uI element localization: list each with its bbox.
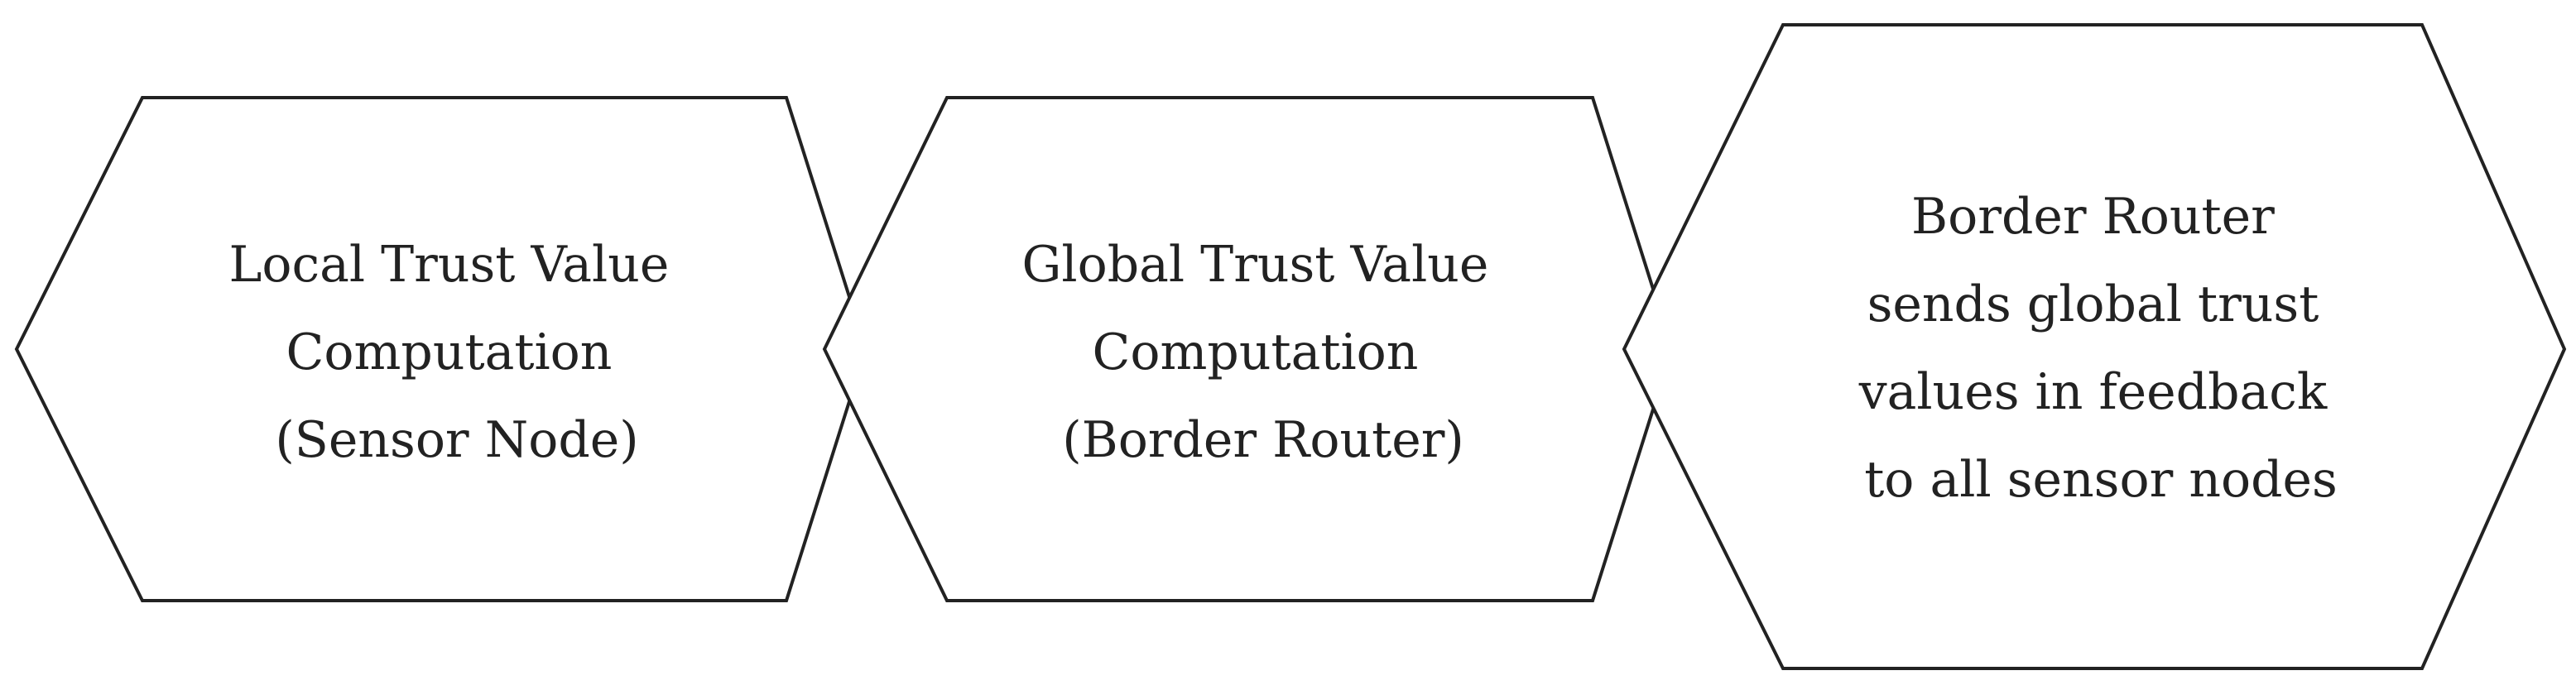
step-local-trust-line-2: Computation — [286, 323, 612, 381]
step-feedback-label: Border Router sends global trust values … — [1858, 188, 2343, 509]
step-global-trust-line-3: (Border Router) — [1062, 411, 1464, 469]
step-feedback: Border Router sends global trust values … — [1622, 23, 2567, 670]
step-global-trust-line-2: Computation — [1092, 323, 1418, 381]
step-local-trust-line-3: (Sensor Node) — [275, 411, 638, 469]
step-local-trust-shape — [14, 96, 868, 602]
step-feedback-shape — [1622, 23, 2567, 670]
step-local-trust-line-1: Local Trust Value — [229, 236, 670, 294]
step-global-trust: Global Trust Value Computation (Border R… — [822, 96, 1675, 602]
step-feedback-line-3: values in feedback — [1858, 363, 2328, 421]
step-feedback-line-2: sends global trust — [1867, 275, 2319, 333]
step-local-trust: Local Trust Value Computation (Sensor No… — [14, 96, 868, 602]
step-global-trust-label: Global Trust Value Computation (Border R… — [1021, 236, 1504, 469]
step-global-trust-shape — [822, 96, 1675, 602]
step-global-trust-line-1: Global Trust Value — [1021, 236, 1488, 294]
step-feedback-line-4: to all sensor nodes — [1864, 451, 2338, 509]
step-local-trust-label: Local Trust Value Computation (Sensor No… — [229, 236, 685, 469]
step-feedback-line-1: Border Router — [1911, 188, 2275, 246]
